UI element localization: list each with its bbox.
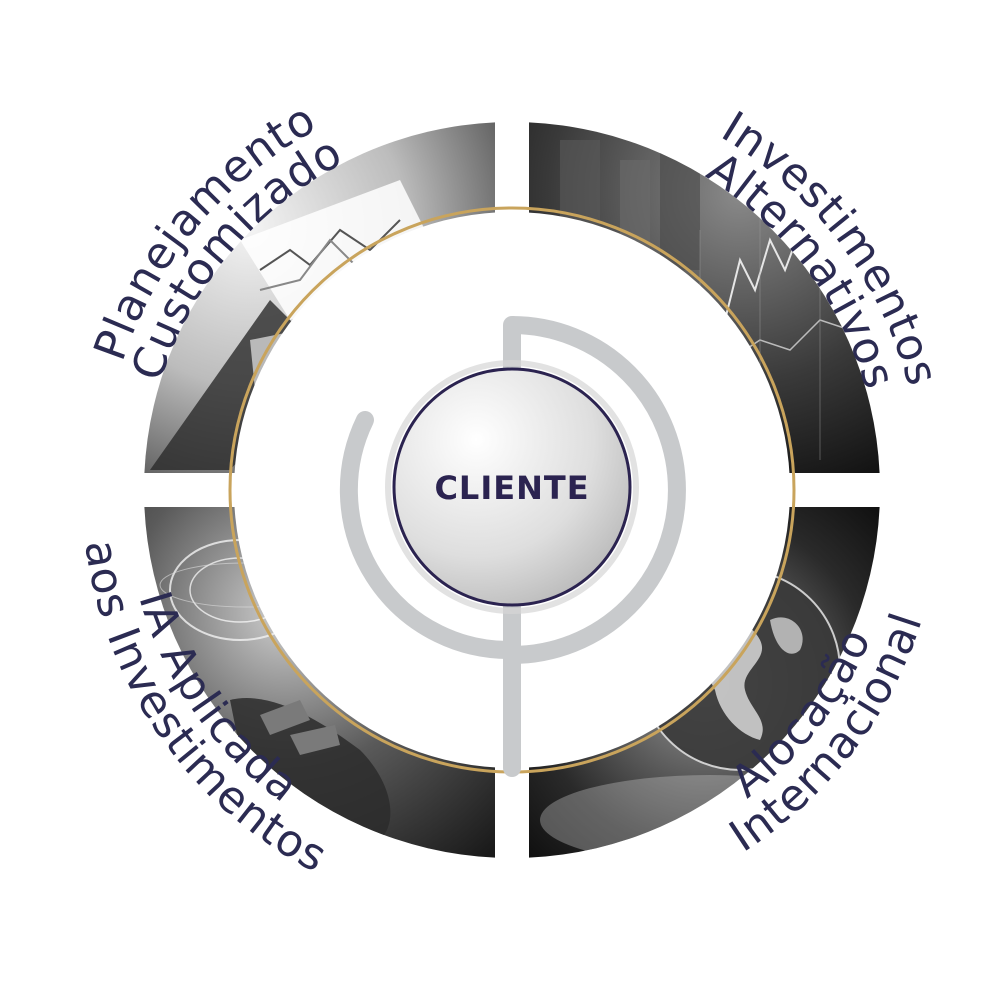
center-label: CLIENTE: [434, 469, 589, 507]
center-circle: [392, 367, 632, 607]
gray-arc-right: [511, 316, 686, 664]
gray-arc-left: [339, 411, 521, 660]
center-circle-halo: [385, 360, 639, 614]
